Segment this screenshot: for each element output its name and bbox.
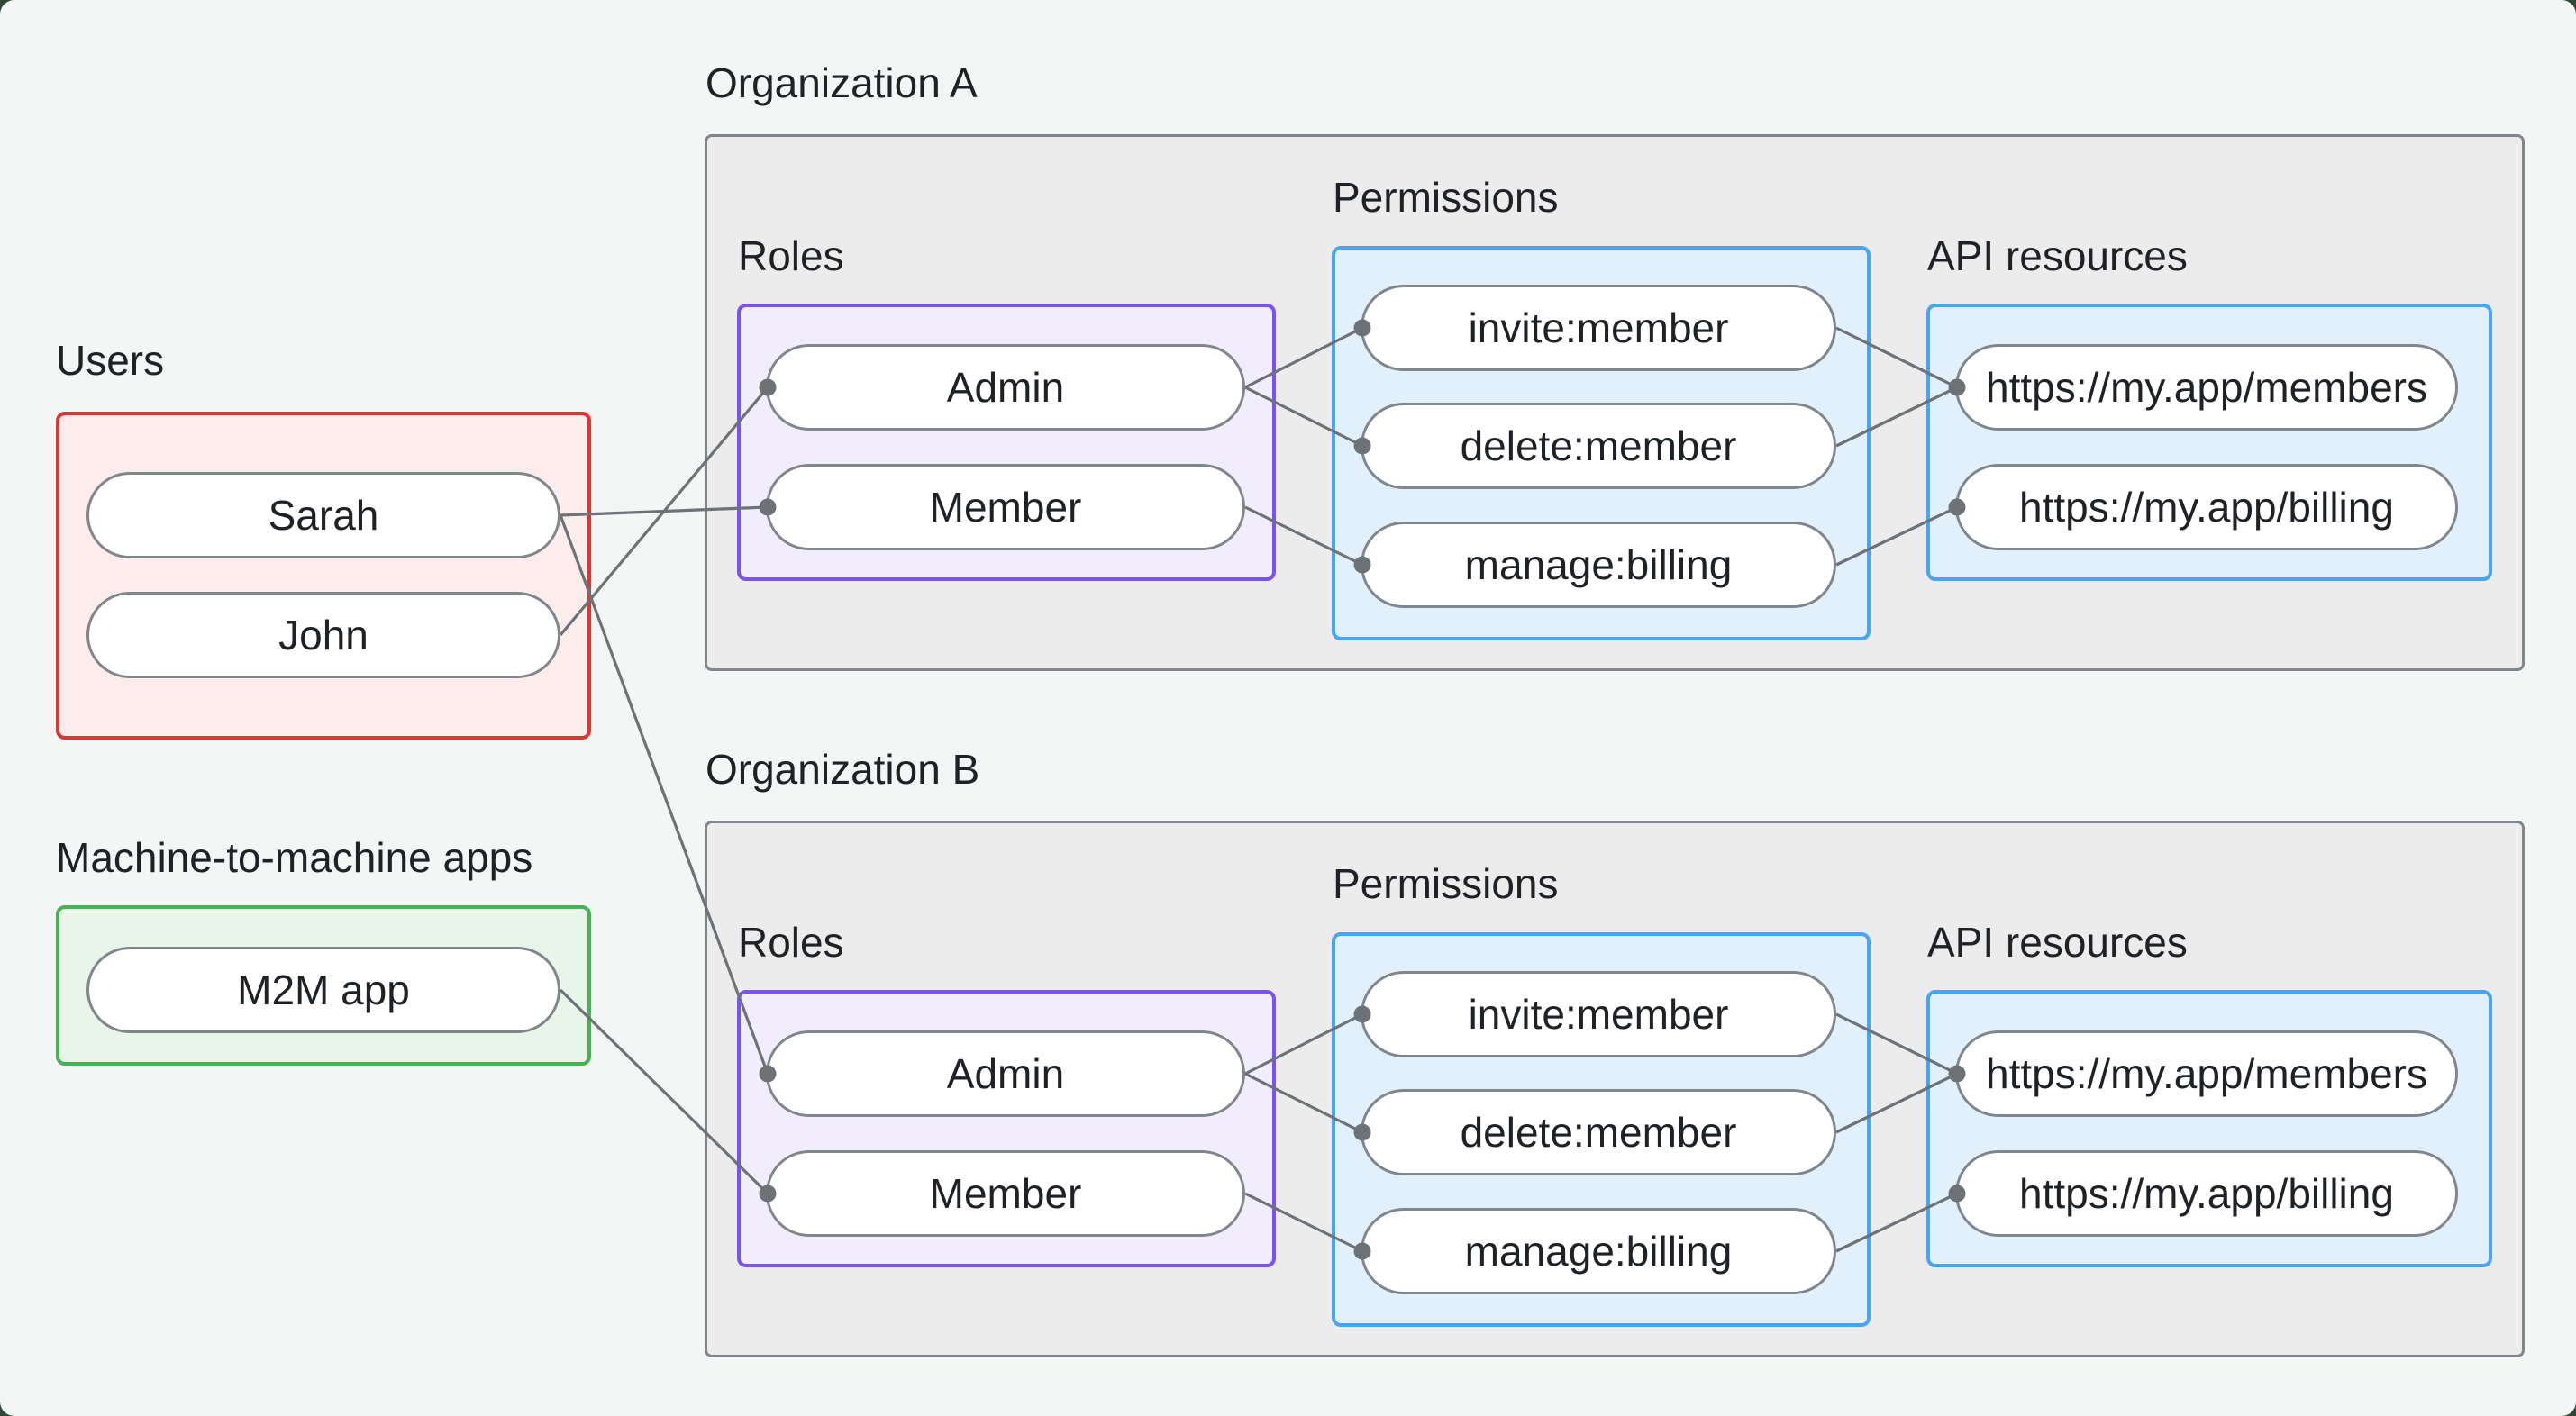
api-node-orgB-members: https://my.app/members [1955, 1030, 2458, 1117]
api-node-orgB-billing: https://my.app/billing [1955, 1150, 2458, 1237]
org-a-roles-label: Roles [738, 232, 844, 279]
permission-node-orgA-delete: delete:member [1361, 403, 1836, 489]
api-node-orgA-members: https://my.app/members [1955, 344, 2458, 431]
user-node-sarah: Sarah [86, 472, 560, 558]
role-node-orgB-admin: Admin [766, 1030, 1245, 1117]
permission-node-orgA-invite: invite:member [1361, 285, 1836, 371]
org-a-permissions-label: Permissions [1333, 174, 1559, 221]
org-b-title: Organization B [705, 746, 980, 793]
org-a-title: Organization A [705, 59, 978, 106]
org-b-roles-label: Roles [738, 919, 844, 966]
m2m-section-label: Machine-to-machine apps [56, 834, 533, 881]
role-node-orgA-admin: Admin [766, 344, 1245, 431]
org-b-api-label: API resources [1927, 919, 2188, 966]
users-group-box [56, 412, 591, 740]
permission-node-orgB-manage: manage:billing [1361, 1208, 1836, 1294]
user-node-john: John [86, 592, 560, 678]
permission-node-orgB-delete: delete:member [1361, 1089, 1836, 1175]
permission-node-orgA-manage: manage:billing [1361, 522, 1836, 608]
api-node-orgA-billing: https://my.app/billing [1955, 464, 2458, 550]
m2m-node-app: M2M app [86, 947, 560, 1033]
role-node-orgB-member: Member [766, 1150, 1245, 1237]
role-node-orgA-member: Member [766, 464, 1245, 550]
org-b-permissions-label: Permissions [1333, 860, 1559, 907]
users-section-label: Users [56, 337, 165, 384]
permission-node-orgB-invite: invite:member [1361, 971, 1836, 1057]
org-a-api-label: API resources [1927, 232, 2188, 279]
